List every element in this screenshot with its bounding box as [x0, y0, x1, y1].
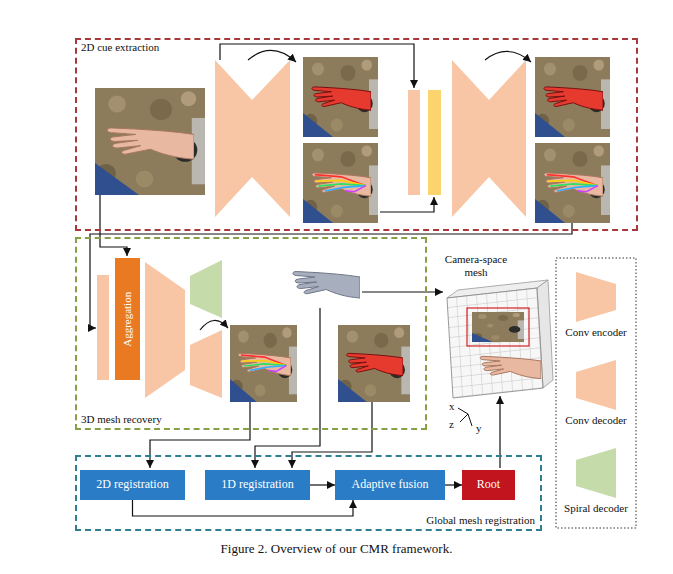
- feature-bar: [408, 90, 420, 195]
- hand-mesh: [480, 356, 541, 378]
- hand-skeleton: [241, 355, 286, 371]
- flow-arrow: [292, 402, 372, 468]
- figure-label: Camera-space mesh: [440, 253, 512, 278]
- flow-arrow: [362, 291, 443, 292]
- process-box: Adaptive fusion: [335, 470, 445, 500]
- hand-mask: [347, 353, 403, 375]
- flow-arrow: [220, 44, 414, 88]
- conv-decoder-sample: [576, 360, 616, 410]
- process-box: 1D registration: [205, 470, 310, 500]
- flow-arrow: [150, 402, 250, 468]
- conv-encoder-sample: [576, 272, 616, 322]
- hand: [544, 173, 603, 196]
- legend-text: Conv encoder: [565, 326, 626, 338]
- feature-bar: [97, 275, 109, 380]
- axis-line: [458, 408, 468, 414]
- legend-item: Conv encoder: [558, 272, 634, 338]
- input-photo: [95, 88, 205, 195]
- feature-bar: [428, 90, 441, 195]
- flow-arrow: [248, 50, 296, 62]
- photo-ground: [472, 312, 524, 342]
- figure-caption: Figure 2. Overview of our CMR framework.: [0, 541, 673, 557]
- flow-connector: [445, 484, 462, 485]
- region-heading: 3D mesh recovery: [81, 413, 162, 426]
- region-heading: Global mesh registration: [426, 514, 535, 527]
- box-text: Root: [477, 478, 500, 492]
- legend-item: Conv decoder: [558, 360, 634, 426]
- flow-arrow: [255, 308, 320, 468]
- hand: [107, 128, 194, 159]
- conv-encoder: [145, 262, 185, 398]
- photo-ground: [95, 88, 205, 195]
- spiral-decoder: [190, 260, 222, 318]
- box-text: Aggregation: [121, 292, 134, 347]
- box-text: Adaptive fusion: [352, 478, 429, 492]
- axes: [458, 408, 472, 426]
- axis-label: y: [476, 422, 482, 435]
- axis-label: z: [449, 418, 454, 431]
- legend-item: Spiral decoder: [558, 448, 634, 514]
- hand-mask: [312, 87, 371, 110]
- photo-ground: [303, 57, 378, 137]
- flow-arrow: [499, 396, 500, 468]
- box-text: 2D registration: [96, 478, 168, 492]
- flow-arrow: [100, 195, 127, 256]
- flow-arrow: [485, 51, 531, 62]
- conv-decoder: [252, 60, 290, 217]
- hand: [238, 353, 291, 375]
- axis-line: [468, 414, 472, 426]
- box-text: 1D registration: [221, 478, 293, 492]
- flow-arrow: [200, 320, 228, 330]
- region-heading: 2D cue extraction: [81, 41, 159, 54]
- axis-label: x: [449, 400, 455, 413]
- conv-encoder: [215, 60, 252, 217]
- photo-ground: [303, 143, 378, 223]
- mask-photo: [338, 325, 410, 402]
- legend-text: Conv decoder: [565, 414, 626, 426]
- cue-extraction-region: 2D cue extraction: [75, 38, 638, 231]
- legend-frame: [556, 258, 636, 528]
- image-plane-frame: [467, 308, 529, 346]
- conv-decoder-sample: [576, 360, 616, 410]
- legend-text: Spiral decoder: [564, 502, 628, 514]
- hand-skeleton: [547, 175, 598, 192]
- grid-front-face: [447, 288, 543, 398]
- registration-region: Global mesh registration 2D registration 1…: [75, 455, 542, 531]
- hand: [312, 173, 371, 196]
- conv-decoder: [190, 330, 222, 398]
- photo-ground: [535, 143, 610, 223]
- conv-encoder: [452, 60, 489, 217]
- process-box: 2D registration: [80, 470, 185, 500]
- axis-line: [460, 414, 468, 422]
- spiral-decoder-sample: [576, 448, 616, 498]
- flow-connector: [133, 500, 354, 516]
- camera-grid: [447, 280, 553, 398]
- pose-photo: [230, 325, 297, 402]
- flow-arrow: [380, 197, 434, 212]
- spiral-decoder-sample: [576, 448, 616, 498]
- photo-ground: [535, 57, 610, 137]
- hand-mesh: [293, 272, 360, 299]
- hand-skeleton: [315, 175, 366, 192]
- conv-encoder-sample: [576, 272, 616, 322]
- photo-ground: [338, 325, 410, 402]
- flow-arrows: [90, 44, 572, 468]
- root-box: Root: [462, 470, 515, 500]
- photo-ground: [230, 325, 297, 402]
- aggregation-block: Aggregation: [115, 258, 140, 380]
- mask-photo: [303, 57, 610, 137]
- mesh-recovery-region: 3D mesh recovery Aggregation: [75, 237, 427, 430]
- conv-decoder: [489, 60, 526, 217]
- pose-photo: [303, 143, 610, 223]
- hand-mask: [544, 87, 603, 110]
- flow-connector: [310, 484, 335, 485]
